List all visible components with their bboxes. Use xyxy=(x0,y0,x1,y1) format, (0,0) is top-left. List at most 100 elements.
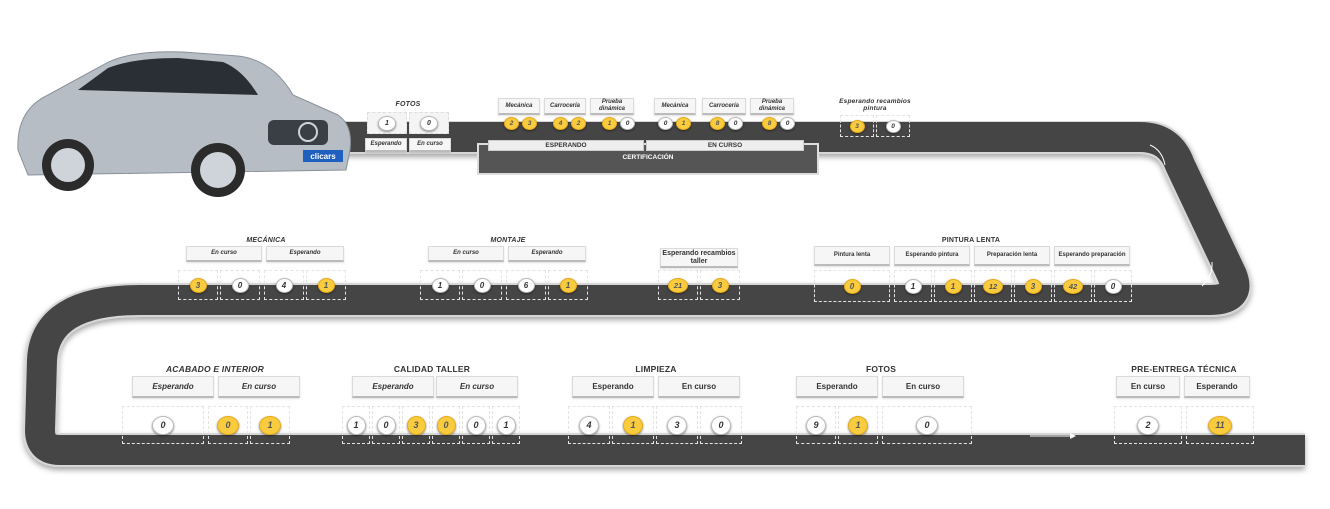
bot-fotos-slot-2[interactable]: 1 xyxy=(838,406,878,444)
bot-calidad: CALIDAD TALLER Esperando En curso 1 0 3 … xyxy=(340,364,524,446)
count-badge: 3 xyxy=(189,277,207,293)
count-badge: 1 xyxy=(259,415,281,435)
bot-acabado-slot-1[interactable]: 0 xyxy=(122,406,204,444)
count-badge: 1 xyxy=(346,415,366,435)
count-badge: 1 xyxy=(904,278,922,294)
mid-recambios-slot-1[interactable]: 21 xyxy=(658,270,698,300)
count-badge: 0 xyxy=(658,117,673,130)
bot-acabado-slot-2[interactable]: 0 xyxy=(208,406,248,444)
bot-calidad-slot-3[interactable]: 3 xyxy=(402,406,430,444)
mid-mecanica-slot-3[interactable]: 4 xyxy=(264,270,304,300)
mid-pintura-title: PINTURA LENTA xyxy=(941,237,1001,244)
count-badge: 4 xyxy=(579,415,599,435)
count-badge: 3 xyxy=(667,415,687,435)
cert-esp-prueba-label: Prueba dinámica xyxy=(590,98,634,115)
down-arrow xyxy=(61,344,69,396)
mid-pintura-sub-2: Esperando pintura xyxy=(894,246,970,266)
bot-calidad-sub-1: Esperando xyxy=(352,376,434,398)
mid-montaje-slot-1[interactable]: 1 xyxy=(420,270,460,300)
mid-montaje-slot-3[interactable]: 6 xyxy=(506,270,546,300)
mid-montaje-sub-2: Esperando xyxy=(508,246,586,262)
bot-fotos-sub-1: Esperando xyxy=(796,376,878,398)
count-badge: 0 xyxy=(843,278,861,294)
bot-limpieza-slot-3[interactable]: 3 xyxy=(656,406,698,444)
bot-fotos-slot-3[interactable]: 0 xyxy=(882,406,972,444)
recambios-pintura-slot-1[interactable]: 3 xyxy=(840,115,874,137)
mid-mecanica-sub-2: Esperando xyxy=(266,246,344,262)
mid-recambios-slot-2[interactable]: 3 xyxy=(700,270,740,300)
esperando-bar: ESPERANDO xyxy=(488,140,644,151)
bot-preentrega-slot-1[interactable]: 2 xyxy=(1114,406,1182,444)
mid-mecanica-slot-2[interactable]: 0 xyxy=(220,270,260,300)
bot-acabado-sub-2: En curso xyxy=(218,376,300,398)
mid-pintura-slot-3[interactable]: 1 xyxy=(934,270,972,302)
count-badge: 1 xyxy=(676,117,691,130)
cert-enc-carroceria-label: Carrocería xyxy=(702,98,746,115)
count-badge: 0 xyxy=(711,415,731,435)
recambios-pintura-slot-2[interactable]: 0 xyxy=(876,115,910,137)
mid-pintura-slot-1[interactable]: 0 xyxy=(814,270,890,302)
count-badge: 2 xyxy=(504,117,519,130)
mid-mecanica-slot-4[interactable]: 1 xyxy=(306,270,346,300)
mid-mecanica-slot-1[interactable]: 3 xyxy=(178,270,218,300)
count-badge: 3 xyxy=(1024,278,1042,294)
count-badge: 1 xyxy=(317,277,335,293)
mid-mecanica-title: MECÁNICA xyxy=(246,237,286,244)
bot-preentrega-sub-1: En curso xyxy=(1116,376,1180,398)
count-badge: 6 xyxy=(517,277,535,293)
count-badge: 0 xyxy=(780,117,795,130)
bot-calidad-title: CALIDAD TALLER xyxy=(393,364,471,374)
bot-calidad-sub-2: En curso xyxy=(436,376,518,398)
count-badge: 0 xyxy=(420,115,438,131)
cert-encurso: Mecánica Carrocería Prueba dinámica 0 1 … xyxy=(646,98,810,158)
bot-calidad-slot-4[interactable]: 0 xyxy=(432,406,460,444)
recambios-pintura: Esperando recambios pintura 3 0 xyxy=(836,98,914,140)
count-badge: 0 xyxy=(885,119,901,133)
count-badge: 4 xyxy=(553,117,568,130)
bot-fotos-slot-1[interactable]: 9 xyxy=(796,406,836,444)
bot-calidad-slot-2[interactable]: 0 xyxy=(372,406,400,444)
cert-esperando: Mecánica Carrocería Prueba dinámica 2 3 … xyxy=(488,98,646,158)
mid-pintura-slot-4[interactable]: 12 xyxy=(974,270,1012,302)
certificacion-label: CERTIFICACIÓN xyxy=(622,154,674,161)
bot-preentrega-title: PRE-ENTREGA TÉCNICA xyxy=(1131,364,1237,374)
top-fotos: FOTOS 1 0 Esperando En curso xyxy=(365,100,451,160)
encurso-bar: EN CURSO xyxy=(646,140,804,151)
top-fotos-slot-2[interactable]: 0 xyxy=(409,112,449,134)
count-badge: 0 xyxy=(436,415,456,435)
curve-arrow-2 xyxy=(1201,261,1213,287)
top-fotos-slot-1[interactable]: 1 xyxy=(367,112,407,134)
mid-pintura-slot-2[interactable]: 1 xyxy=(894,270,932,302)
bot-calidad-slot-5[interactable]: 0 xyxy=(462,406,490,444)
count-badge: 1 xyxy=(496,415,516,435)
mid-recambios-taller-title: Esperando recambios taller xyxy=(660,248,738,268)
count-badge: 8 xyxy=(762,117,777,130)
mid-montaje-slot-4[interactable]: 1 xyxy=(548,270,588,300)
bot-acabado-slot-3[interactable]: 1 xyxy=(250,406,290,444)
count-badge: 42 xyxy=(1063,278,1083,294)
mid-mecanica-sub-1: En curso xyxy=(186,246,262,262)
count-badge: 3 xyxy=(849,119,865,133)
bot-limpieza-slot-4[interactable]: 0 xyxy=(700,406,742,444)
bot-calidad-slot-1[interactable]: 1 xyxy=(342,406,370,444)
count-badge: 0 xyxy=(473,277,491,293)
count-badge: 0 xyxy=(466,415,486,435)
count-badge: 0 xyxy=(728,117,743,130)
count-badge: 1 xyxy=(431,277,449,293)
mid-recambios-taller: Esperando recambios taller 21 3 xyxy=(658,248,740,306)
mid-pintura-slot-5[interactable]: 3 xyxy=(1014,270,1052,302)
mid-montaje-title: MONTAJE xyxy=(490,237,526,244)
car-image: clicars xyxy=(17,51,351,197)
mid-montaje-slot-2[interactable]: 0 xyxy=(462,270,502,300)
top-fotos-title: FOTOS xyxy=(395,101,421,108)
mid-pintura-slot-6[interactable]: 42 xyxy=(1054,270,1092,302)
bot-limpieza-slot-1[interactable]: 4 xyxy=(568,406,610,444)
mid-pintura-sub-3: Preparación lenta xyxy=(974,246,1050,266)
bot-limpieza-slot-2[interactable]: 1 xyxy=(612,406,654,444)
mid-pintura-slot-7[interactable]: 0 xyxy=(1094,270,1132,302)
count-badge: 0 xyxy=(231,277,249,293)
bot-preentrega-slot-2[interactable]: 11 xyxy=(1186,406,1254,444)
bot-calidad-slot-6[interactable]: 1 xyxy=(492,406,520,444)
count-badge: 0 xyxy=(916,415,938,435)
